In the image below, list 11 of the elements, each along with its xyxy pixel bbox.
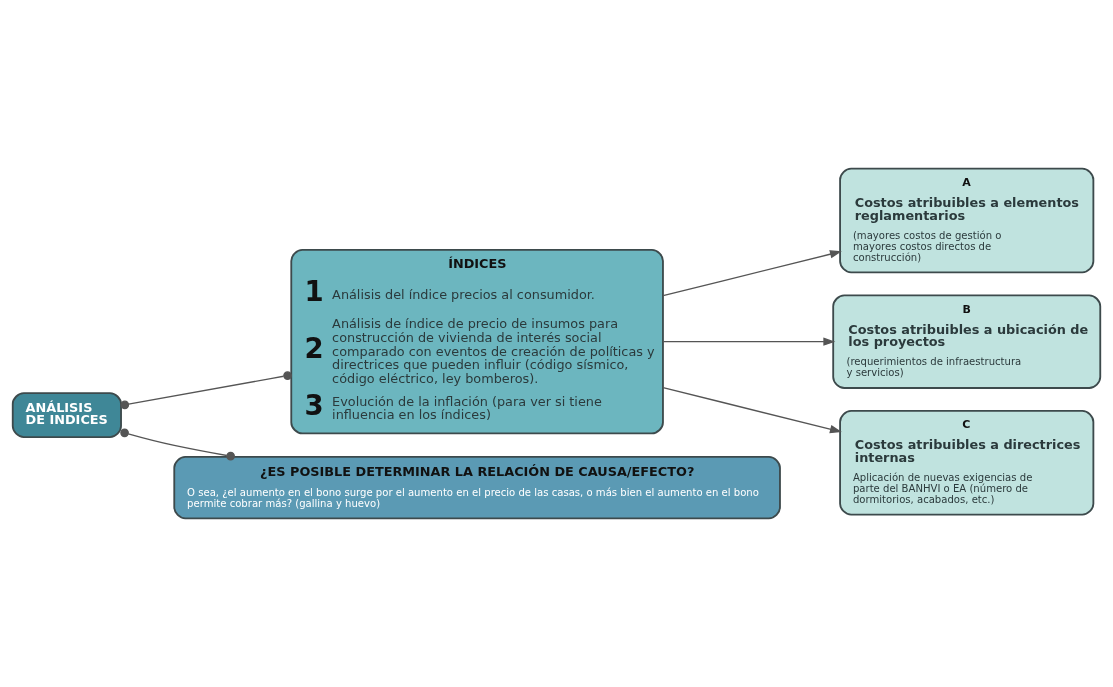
node-box: B Costos atribuibles a ubicación de los proyectos (requerimientos de infraestructura y servicios) (832, 294, 1102, 389)
node-box: ÍNDICES 1 Análisis del índice precios al consumidor. 2 Análisis de índice de precio de insumos para construcción de vivienda de interés social comparado con eventos de creación de políticas y directrices que pueden influir (código sísmico, código eléctrico, ley bomberos). 3 Evolución de la inflación (para ver si tiene influencia en los índices) (290, 248, 664, 435)
arrow (662, 386, 842, 434)
connector (120, 428, 235, 461)
node-box: A Costos atribuibles a elementos reglamentarios (mayores costos de gestión o mayores costos directos de construcción) (839, 167, 1095, 274)
node-box: ¿ES POSIBLE DETERMINAR LA RELACIÓN DE CAUSA/EFECTO? O sea, ¿el aumento en el bono surge por el aumento en el precio de las casas, o más bien el aumento en el bono permite cobrar más? (gallina y huevo) (173, 455, 781, 520)
arrow (662, 250, 842, 297)
connector (120, 371, 292, 410)
node-box: C Costos atribuibles a directrices internas Aplicación de nuevas exigencias de parte del BANHVI o EA (número de dormitorios, acabados, etc.) (839, 410, 1095, 516)
arrow (662, 337, 836, 346)
node-box: ANÁLISIS DE INDICES (11, 392, 122, 439)
